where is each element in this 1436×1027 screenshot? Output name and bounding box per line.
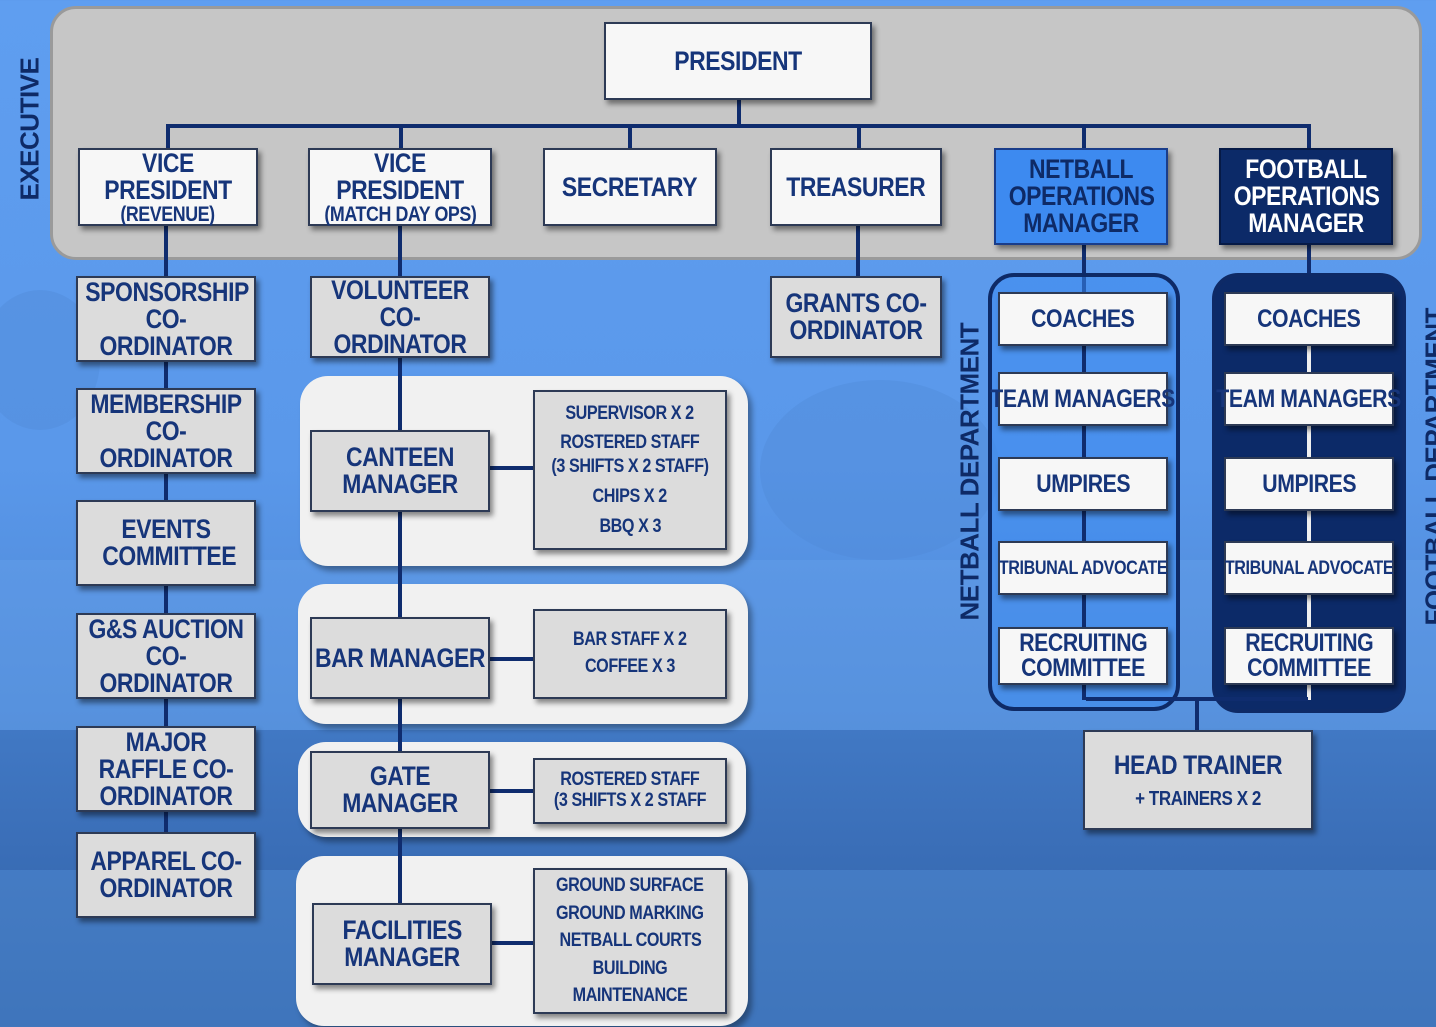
football-ops-manager-box: FOOTBALL OPERATIONS MANAGER [1219, 148, 1393, 245]
canteen-manager-box: CANTEEN MANAGER [310, 430, 490, 512]
football-coaches-box: COACHES [1224, 292, 1394, 346]
sponsorship-coordinator-box: SPONSORSHIP CO-ORDINATOR [76, 276, 256, 362]
executive-label: EXECUTIVE [14, 57, 45, 201]
treasurer-box: TREASURER [770, 148, 942, 226]
head-trainer-label: HEAD TRAINER [1113, 749, 1283, 780]
apparel-coordinator-label: APPAREL CO-ORDINATOR [90, 846, 242, 903]
football-tribunal-advocate-box: TRIBUNAL ADVOCATE [1224, 541, 1394, 595]
gs-auction-coordinator-label: G&S AUCTION CO-ORDINATOR [88, 613, 244, 698]
volunteer-coordinator-label: VOLUNTEER CO-ORDINATOR [331, 274, 469, 359]
sponsorship-coordinator-label: SPONSORSHIP CO-ORDINATOR [85, 276, 249, 361]
facilities-ground-surface: GROUND SURFACE [556, 875, 704, 897]
facilities-netball-courts: NETBALL COURTS [559, 930, 701, 952]
events-committee-box: EVENTS COMMITTEE [76, 500, 256, 586]
netball-coaches-box: COACHES [998, 292, 1168, 346]
canteen-staff-supervisor: SUPERVISOR X 2 [565, 402, 695, 424]
gs-auction-coordinator-box: G&S AUCTION CO-ORDINATOR [76, 613, 256, 699]
coffee-staff-label: COFFEE X 3 [585, 656, 675, 677]
netball-tribunal-advocate-label: TRIBUNAL ADVOCATE [998, 557, 1168, 579]
netball-ops-manager-label: NETBALL OPERATIONS MANAGER [1008, 154, 1155, 238]
netball-ops-manager-box: NETBALL OPERATIONS MANAGER [994, 148, 1168, 245]
netball-umpires-label: UMPIRES [1036, 469, 1130, 498]
canteen-staff-shifts: (3 SHIFTS X 2 STAFF) [551, 456, 709, 478]
president-box: PRESIDENT [604, 22, 872, 100]
football-tribunal-advocate-label: TRIBUNAL ADVOCATE [1224, 557, 1394, 579]
football-team-managers-box: TEAM MANAGERS [1217, 372, 1402, 426]
vp-revenue-box: VICE PRESIDENT (REVENUE) [78, 148, 258, 226]
facilities-manager-label: FACILITIES MANAGER [342, 915, 463, 972]
major-raffle-coordinator-box: MAJOR RAFFLE CO-ORDINATOR [76, 726, 256, 812]
canteen-staff-box: SUPERVISOR X 2 ROSTERED STAFF (3 SHIFTS … [533, 390, 727, 550]
vp-revenue-title: VICE PRESIDENT [104, 147, 232, 205]
treasurer-label: TREASURER [786, 171, 926, 202]
netball-recruiting-committee-label: RECRUITING COMMITTEE [1019, 629, 1148, 682]
facilities-staff-box: GROUND SURFACE GROUND MARKING NETBALL CO… [533, 868, 727, 1014]
football-department-label: FOOTBALL DEPARTMENT [1419, 308, 1436, 626]
netball-team-managers-box: TEAM MANAGERS [991, 372, 1176, 426]
football-connector [1307, 340, 1311, 700]
canteen-manager-label: CANTEEN MANAGER [342, 442, 458, 499]
netball-coaches-label: COACHES [1031, 304, 1135, 333]
bar-staff-label: BAR STAFF X 2 [573, 629, 687, 651]
football-recruiting-committee-box: RECRUITING COMMITTEE [1224, 627, 1394, 685]
football-team-managers-label: TEAM MANAGERS [1216, 384, 1402, 413]
grants-coordinator-label: GRANTS CO-ORDINATOR [785, 288, 927, 345]
netball-tribunal-advocate-box: TRIBUNAL ADVOCATE [998, 541, 1168, 595]
football-ops-manager-label: FOOTBALL OPERATIONS MANAGER [1233, 154, 1380, 238]
events-committee-label: EVENTS COMMITTEE [102, 514, 237, 571]
netball-department-label: NETBALL DEPARTMENT [954, 322, 985, 621]
canteen-staff-bbq: BBQ X 3 [599, 515, 661, 537]
canteen-staff-chips: CHIPS X 2 [592, 485, 668, 507]
bar-manager-label: BAR MANAGER [315, 642, 485, 673]
canteen-staff-rostered: ROSTERED STAFF [560, 432, 700, 454]
football-umpires-box: UMPIRES [1224, 457, 1394, 511]
netball-recruiting-committee-box: RECRUITING COMMITTEE [998, 627, 1168, 685]
major-raffle-coordinator-label: MAJOR RAFFLE CO-ORDINATOR [98, 726, 234, 811]
membership-coordinator-box: MEMBERSHIP CO-ORDINATOR [76, 388, 256, 474]
president-label: PRESIDENT [674, 45, 802, 76]
football-umpires-label: UMPIRES [1262, 469, 1356, 498]
netball-team-managers-label: TEAM MANAGERS [990, 384, 1176, 413]
facilities-manager-box: FACILITIES MANAGER [312, 903, 492, 985]
head-trainer-box: HEAD TRAINER + TRAINERS X 2 [1083, 730, 1313, 830]
gate-staff-box: ROSTERED STAFF (3 SHIFTS X 2 STAFF [533, 758, 727, 824]
vp-matchday-subtitle: (MATCH DAY OPS) [324, 202, 476, 226]
bar-staff-box: BAR STAFF X 2 COFFEE X 3 [533, 609, 727, 699]
trainers-label: + TRAINERS X 2 [1135, 787, 1261, 810]
gate-manager-label: GATE MANAGER [342, 761, 458, 818]
vp-revenue-subtitle: (REVENUE) [120, 202, 216, 226]
apparel-coordinator-box: APPAREL CO-ORDINATOR [76, 832, 256, 918]
facilities-building-maintenance: BUILDING MAINTENANCE [572, 957, 688, 1007]
gate-staff-shifts: (3 SHIFTS X 2 STAFF [553, 790, 707, 811]
grants-coordinator-box: GRANTS CO-ORDINATOR [770, 276, 942, 358]
netball-umpires-box: UMPIRES [998, 457, 1168, 511]
secretary-box: SECRETARY [543, 148, 717, 226]
vp-matchday-box: VICE PRESIDENT (MATCH DAY OPS) [308, 148, 492, 226]
secretary-label: SECRETARY [562, 171, 698, 202]
facilities-ground-marking: GROUND MARKING [556, 902, 704, 924]
football-coaches-label: COACHES [1257, 304, 1361, 333]
football-recruiting-committee-label: RECRUITING COMMITTEE [1245, 629, 1374, 682]
membership-coordinator-label: MEMBERSHIP CO-ORDINATOR [90, 388, 242, 473]
volunteer-coordinator-box: VOLUNTEER CO-ORDINATOR [310, 276, 490, 358]
gate-staff-rostered: ROSTERED STAFF [560, 769, 700, 791]
bar-manager-box: BAR MANAGER [310, 617, 490, 699]
vp-matchday-title: VICE PRESIDENT [336, 147, 464, 205]
gate-manager-box: GATE MANAGER [310, 751, 490, 829]
